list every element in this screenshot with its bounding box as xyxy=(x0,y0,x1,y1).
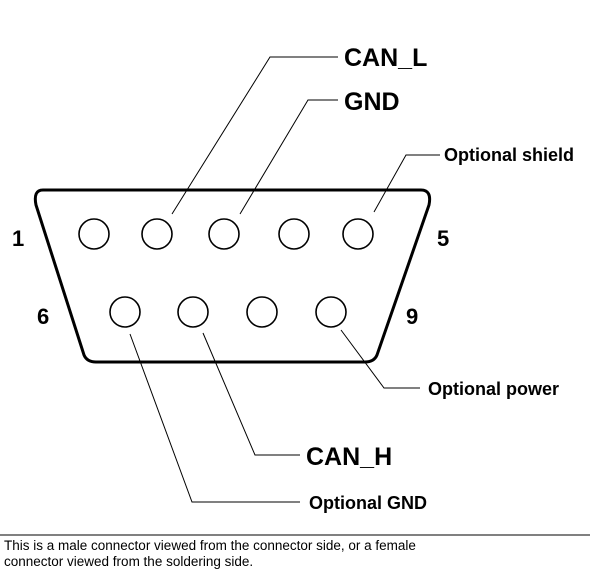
pin-3 xyxy=(208,218,240,250)
bottom-pin-row xyxy=(109,296,347,328)
label-optional-power: Optional power xyxy=(428,379,559,399)
footnote: This is a male connector viewed from the… xyxy=(4,538,564,570)
connector-shell xyxy=(33,188,432,364)
pin-9 xyxy=(315,296,347,328)
label-optional-gnd: Optional GND xyxy=(309,493,427,513)
pin-number-5: 5 xyxy=(437,226,449,251)
pin-1 xyxy=(78,218,110,250)
label-can-h: CAN_H xyxy=(306,443,392,471)
label-gnd: GND xyxy=(344,88,400,116)
footnote-line-1: This is a male connector viewed from the… xyxy=(4,538,416,553)
leader-can-l xyxy=(171,56,338,215)
label-optional-shield: Optional shield xyxy=(444,145,574,165)
pin-4 xyxy=(278,218,310,250)
leader-optional-gnd xyxy=(129,333,300,503)
pin-6 xyxy=(109,296,141,328)
leader-gnd xyxy=(239,99,338,215)
pin-8 xyxy=(246,296,278,328)
top-pin-row xyxy=(78,218,374,250)
pin-2 xyxy=(141,218,173,250)
pin-number-9: 9 xyxy=(406,304,418,329)
leader-optional-power xyxy=(340,329,420,389)
leader-can-h xyxy=(202,332,300,456)
pin-number-1: 1 xyxy=(12,226,24,251)
pin-number-6: 6 xyxy=(37,304,49,329)
pin-5 xyxy=(342,218,374,250)
leader-optional-shield xyxy=(373,154,440,213)
label-can-l: CAN_L xyxy=(344,44,427,72)
footnote-line-2: connector viewed from the soldering side… xyxy=(4,554,254,569)
pin-7 xyxy=(177,296,209,328)
leader-lines xyxy=(129,56,440,503)
